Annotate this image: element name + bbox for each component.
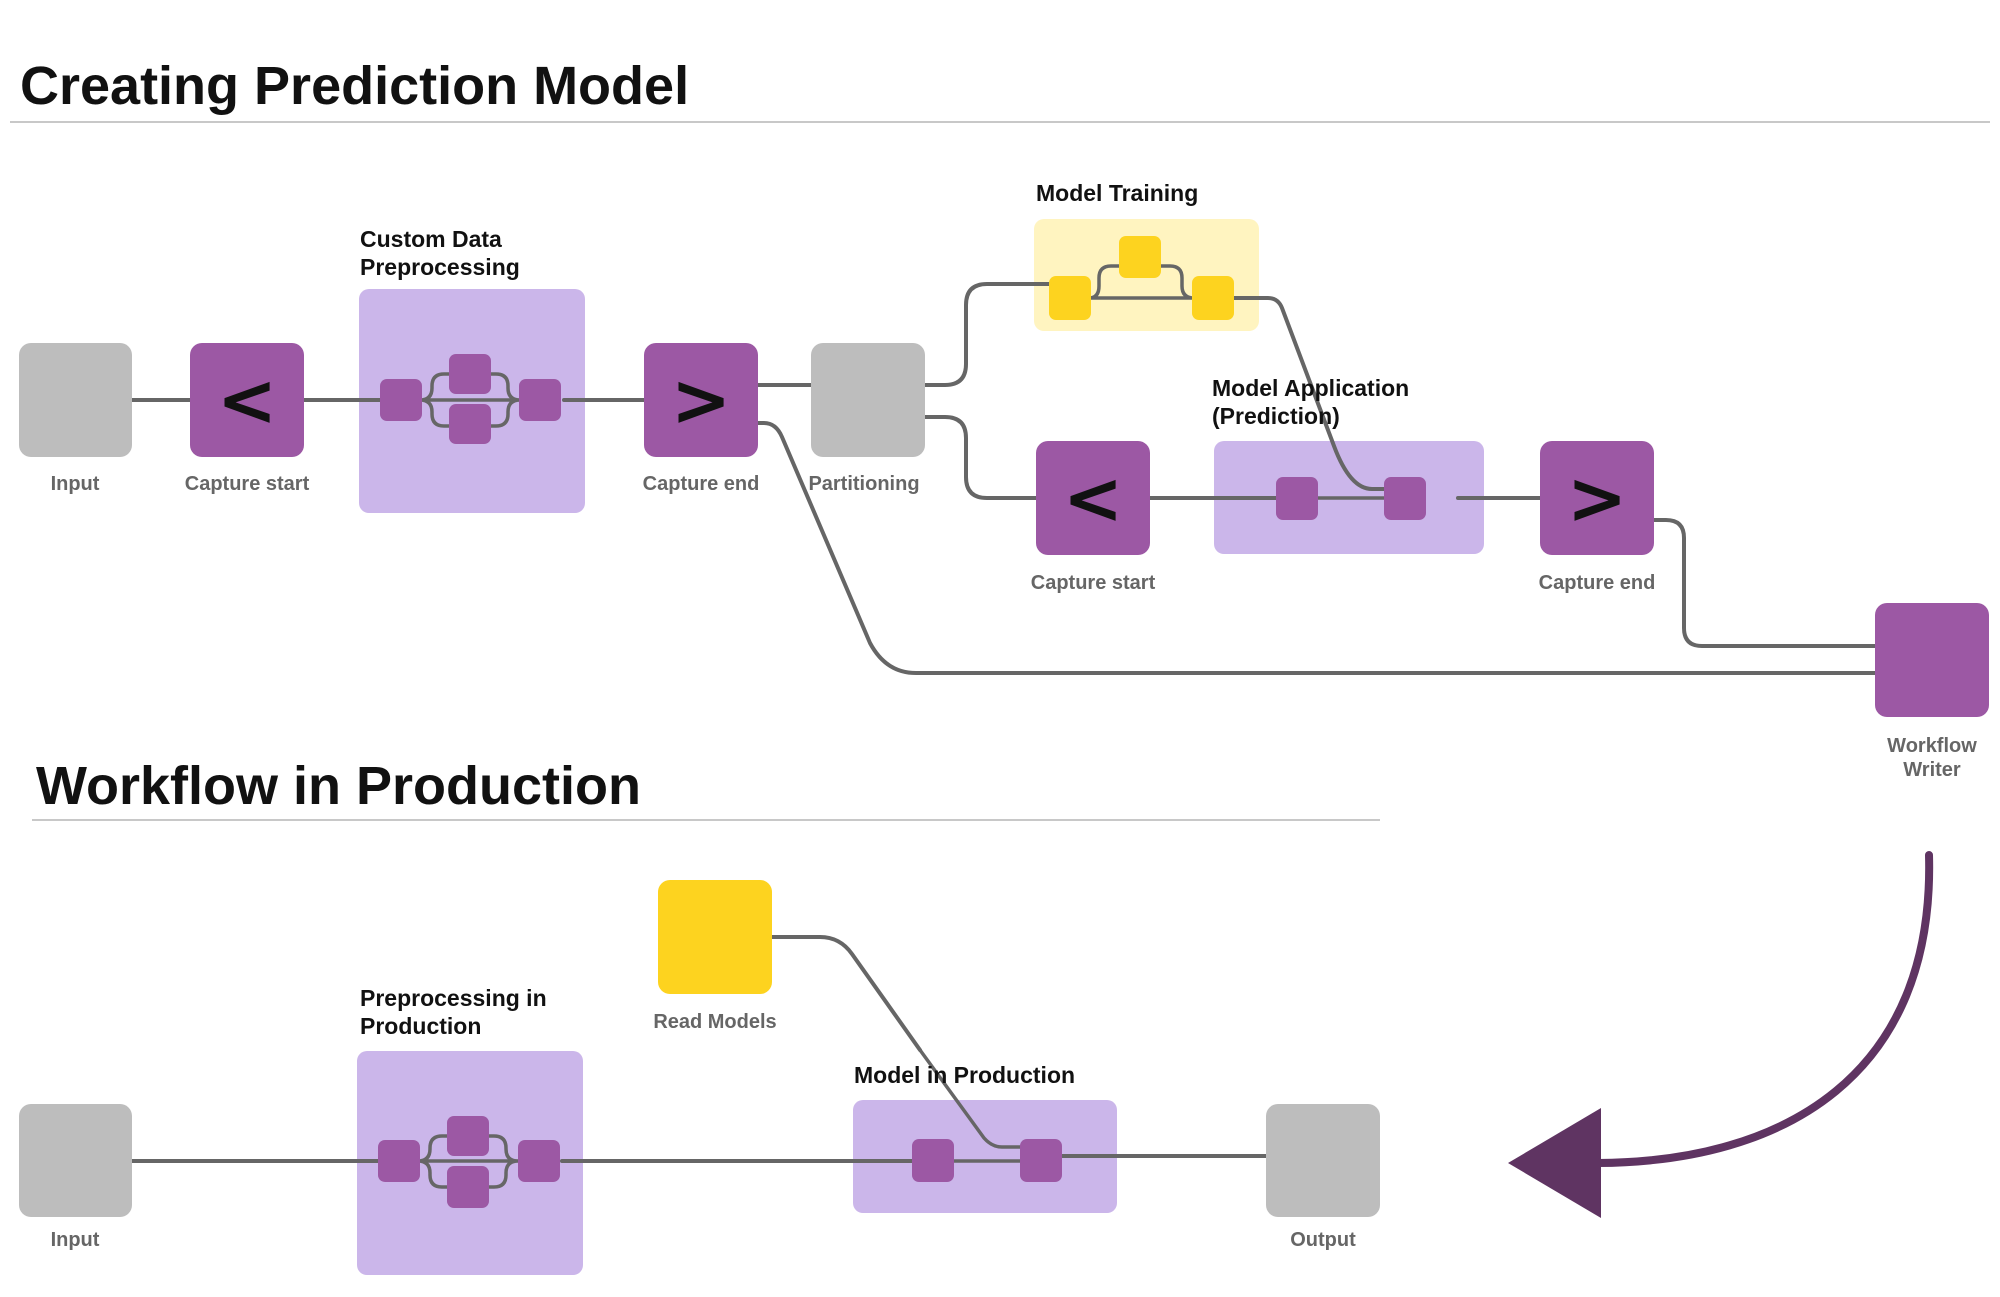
workflow-writer-label-line1: Workflow [1887, 735, 1977, 757]
capture-start-label: Capture start [185, 473, 310, 495]
deploy-arrow-head [1508, 1108, 1601, 1218]
wire-training-application [1230, 296, 1386, 491]
capture-end-label: Capture end [643, 473, 760, 495]
capture-start2-node[interactable] [1036, 441, 1150, 555]
capture-end2-glyph: > [1567, 456, 1627, 540]
input-label: Input [51, 473, 100, 495]
application-mini-node-2[interactable] [1384, 477, 1426, 520]
preproc-prod-mini-node-top[interactable] [447, 1116, 489, 1156]
preprocessing-prod-label-line1: Preprocessing in [360, 985, 547, 1011]
input-prod-node[interactable] [19, 1104, 132, 1217]
preproc-mini-node-bottom[interactable] [449, 404, 491, 444]
read-models-node[interactable] [658, 880, 772, 994]
partitioning-node[interactable] [811, 343, 925, 457]
section-title-production: Workflow in Production [36, 756, 641, 816]
partitioning-label: Partitioning [808, 473, 919, 495]
wire-read-models [769, 935, 922, 1052]
model-prod-mini-node-2[interactable] [1020, 1139, 1062, 1182]
capture-start-node[interactable] [190, 343, 304, 457]
preproc-prod-mini-node-out[interactable] [518, 1140, 560, 1182]
preproc-inner-wires [418, 372, 542, 428]
model-in-production-box[interactable] [853, 1100, 1117, 1213]
preprocessing-production-box[interactable] [357, 1051, 583, 1275]
capture-end2-label: Capture end [1539, 572, 1656, 594]
capture-start-glyph: < [217, 358, 277, 442]
wire-partition-capturestart2 [923, 415, 1038, 500]
input-node[interactable] [19, 343, 132, 457]
preproc-prod-inner-wires [416, 1134, 540, 1189]
application-mini-node-1[interactable] [1276, 477, 1318, 520]
preproc-mini-node-in[interactable] [380, 379, 422, 421]
wire-captureend2-writer [1652, 518, 1877, 648]
preprocessing-prod-label-line2: Production [360, 1013, 481, 1039]
model-training-label: Model Training [1036, 180, 1198, 206]
workflow-writer-label-line2: Writer [1903, 759, 1961, 781]
training-inner-wires [1067, 264, 1217, 300]
preproc-prod-mini-node-in[interactable] [378, 1140, 420, 1182]
capture-start2-label: Capture start [1031, 572, 1156, 594]
capture-start2-glyph: < [1063, 456, 1123, 540]
preproc-mini-node-top[interactable] [449, 354, 491, 394]
capture-end-node[interactable] [644, 343, 758, 457]
section-title-creating: Creating Prediction Model [20, 56, 689, 116]
preprocessing-group-label-line1: Custom Data [360, 226, 502, 252]
output-label: Output [1290, 1229, 1356, 1251]
input-prod-label: Input [51, 1229, 100, 1251]
capture-end2-node[interactable] [1540, 441, 1654, 555]
model-prod-mini-node-1[interactable] [912, 1139, 954, 1182]
preproc-prod-mini-node-bottom[interactable] [447, 1166, 489, 1208]
output-node[interactable] [1266, 1104, 1380, 1217]
model-application-label-line2: (Prediction) [1212, 403, 1340, 429]
read-models-label: Read Models [653, 1011, 776, 1033]
wire-captureend-writer [756, 421, 1877, 675]
model-application-label-line1: Model Application [1212, 375, 1409, 401]
training-mini-node-top[interactable] [1119, 236, 1161, 278]
training-mini-node-in[interactable] [1049, 276, 1091, 320]
workflow-writer-node[interactable] [1875, 603, 1989, 717]
training-mini-node-out[interactable] [1192, 276, 1234, 320]
preproc-mini-node-out[interactable] [519, 379, 561, 421]
capture-end-glyph: > [671, 358, 731, 442]
preprocessing-group-label-line2: Preprocessing [360, 254, 520, 280]
deploy-arrow-shaft [1594, 851, 1934, 1167]
model-in-production-label: Model in Production [854, 1062, 1075, 1088]
wire-partition-training [923, 282, 1052, 387]
